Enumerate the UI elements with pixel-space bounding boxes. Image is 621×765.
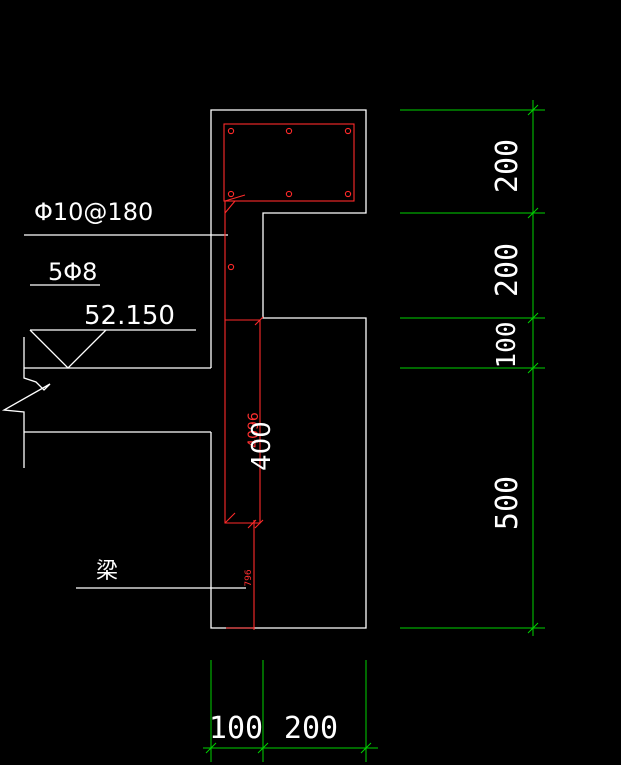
tick bbox=[527, 622, 539, 634]
stirrup-hook bbox=[224, 200, 236, 214]
reinforcement bbox=[223, 123, 355, 630]
rebar-dot bbox=[344, 127, 352, 135]
tick bbox=[527, 207, 539, 219]
tick-bottom-2 bbox=[247, 519, 257, 529]
break-line bbox=[1, 337, 51, 468]
rebar-height-label: 400 bbox=[247, 421, 277, 471]
tick bbox=[360, 742, 372, 754]
tick bbox=[527, 104, 539, 116]
section-outline bbox=[210, 109, 367, 629]
tick bbox=[205, 742, 217, 754]
dim-vertical-4: 500 bbox=[490, 476, 525, 530]
tick-bottom bbox=[254, 519, 264, 529]
dim-vertical-1: 200 bbox=[490, 139, 525, 193]
long-bars-label: 5Φ8 bbox=[48, 258, 97, 286]
tick-top bbox=[254, 316, 264, 326]
dim-vertical-3: 100 bbox=[492, 322, 522, 369]
tick bbox=[527, 312, 539, 324]
rebar-dot bbox=[285, 190, 293, 198]
top-stirrup bbox=[223, 123, 355, 202]
main-stirrup bbox=[224, 194, 261, 524]
dim-vertical-2: 200 bbox=[490, 243, 525, 297]
concrete-outline bbox=[1, 109, 367, 629]
rebar-dot bbox=[285, 127, 293, 135]
tick bbox=[527, 362, 539, 374]
beam-label: 梁 bbox=[96, 559, 118, 584]
dim-horizontal-2: 200 bbox=[284, 711, 338, 746]
rebar-dot bbox=[344, 190, 352, 198]
tick-corner bbox=[224, 512, 236, 524]
dimension-lines bbox=[203, 100, 545, 762]
rebar-length-label: 4096 bbox=[246, 412, 262, 448]
dim-horizontal-1: 100 bbox=[209, 711, 263, 746]
rebar-dot bbox=[227, 263, 235, 271]
elevation-triangle bbox=[29, 329, 107, 369]
tick bbox=[257, 742, 269, 754]
rebar-dot bbox=[227, 190, 235, 198]
elevation-label: 52.150 bbox=[84, 301, 175, 331]
hook-length-label: 796 bbox=[244, 569, 254, 586]
stirrup-spec-label: Φ10@180 bbox=[34, 198, 153, 226]
rebar-dot bbox=[227, 127, 235, 135]
